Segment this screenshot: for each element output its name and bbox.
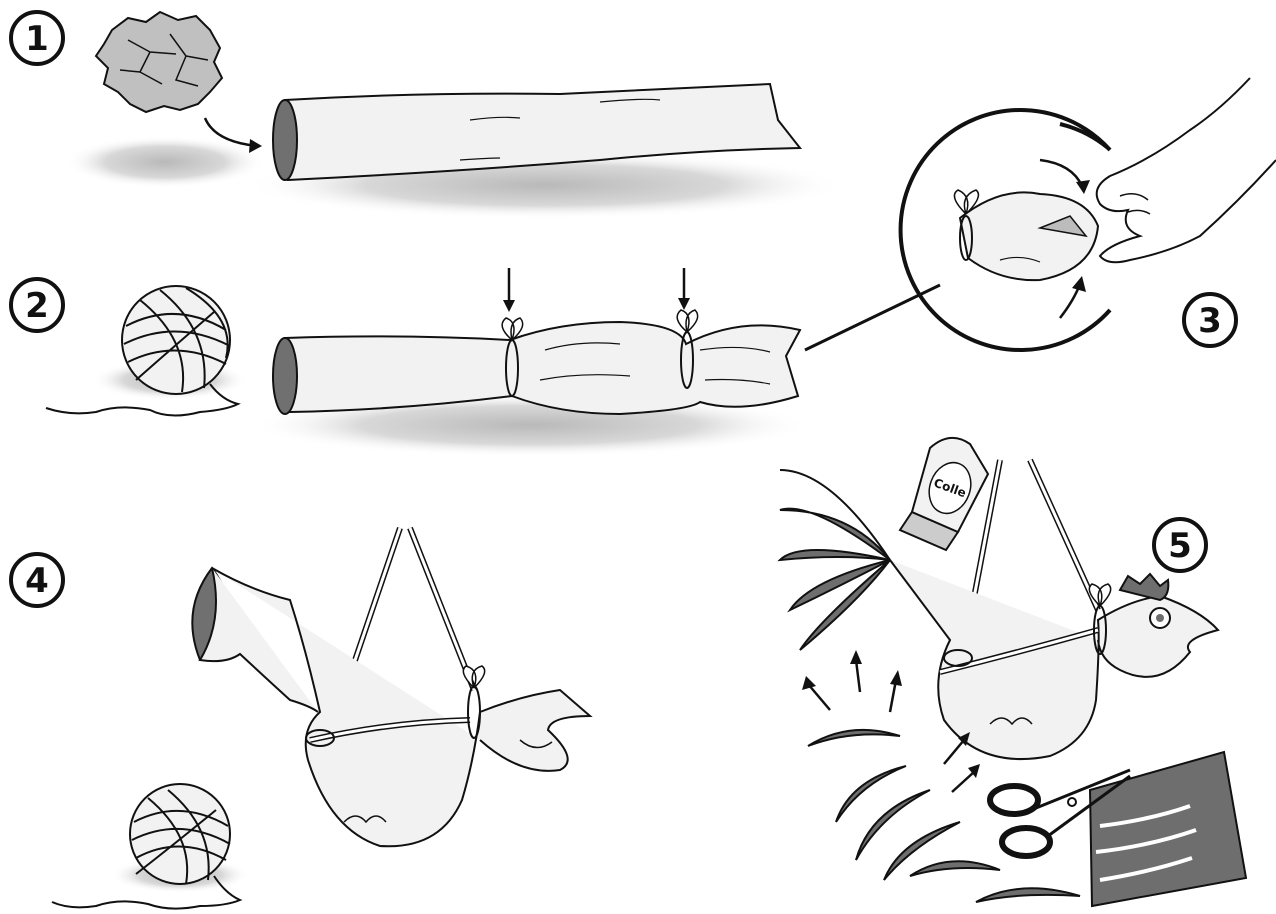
down-arrow-icon <box>503 268 515 312</box>
hanging-bird-body <box>192 528 590 846</box>
hand-icon <box>1097 78 1276 262</box>
step-number: 1 <box>25 19 49 59</box>
step-5: 5 Colle <box>780 438 1246 906</box>
step-number-badge: 1 <box>11 12 63 64</box>
step-4: 4 <box>11 528 590 909</box>
crumpled-paper-icon <box>96 12 222 112</box>
tail-feathers <box>780 470 890 650</box>
step-number: 2 <box>25 286 49 326</box>
step-3: 3 <box>901 78 1276 350</box>
zoom-circle <box>901 110 1110 350</box>
step-1: 1 <box>11 12 845 219</box>
step-number: 4 <box>25 561 49 601</box>
paper-ball-shadow <box>65 136 265 188</box>
step-2: 2 <box>11 268 940 457</box>
step-number-badge: 5 <box>1154 519 1206 571</box>
step-number-badge: 3 <box>1184 294 1236 346</box>
step-number-badge: 2 <box>11 279 63 331</box>
step-number: 5 <box>1168 526 1192 566</box>
tied-fabric-tube <box>273 310 800 414</box>
glue-bottle-icon: Colle <box>900 438 988 550</box>
step-number-badge: 4 <box>11 554 63 606</box>
curved-arrow-icon <box>1040 160 1082 186</box>
down-arrow-icon <box>678 268 690 310</box>
step-number: 3 <box>1198 301 1222 341</box>
